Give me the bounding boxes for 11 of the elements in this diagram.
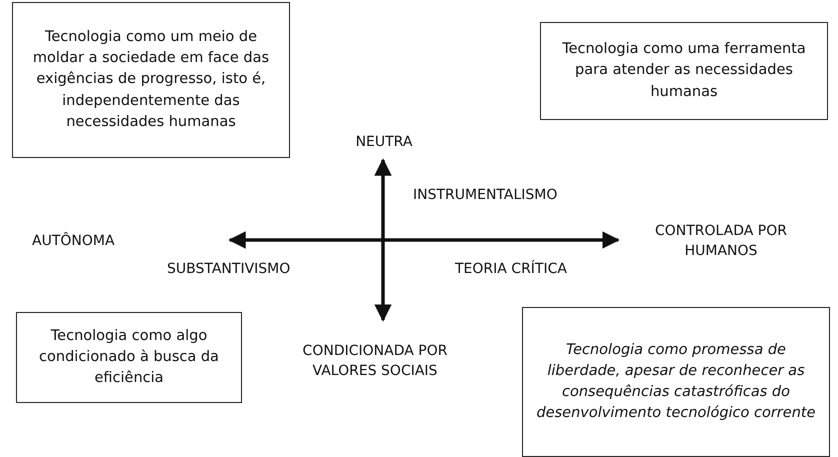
- text-box: Tecnologia como promessa de liberdade, apesar de reconhecer as consequências catastróficas do desenvolvimento tecnológico corrente: [522, 307, 830, 457]
- axis-label: CONDICIONADA POR VALORES SOCIAIS: [302, 342, 448, 381]
- quadrant-label: INSTRUMENTALISMO: [413, 186, 558, 205]
- axis-label: AUTÔNOMA: [32, 232, 115, 251]
- axis-label: NEUTRA: [354, 133, 414, 152]
- quadrant-label: TEORIA CRÍTICA: [455, 260, 567, 279]
- quadrant-label: SUBSTANTIVISMO: [167, 260, 290, 279]
- text-box: Tecnologia como algo condicionado à busca da eficiência: [16, 312, 242, 403]
- axis-label: CONTROLADA POR HUMANOS: [654, 222, 788, 261]
- text-box: Tecnologia como um meio de moldar a sociedade em face das exigências de progresso, isto é, independentemente das necessidades humanas: [12, 2, 290, 158]
- text-box: Tecnologia como uma ferramenta para atender as necessidades humanas: [540, 22, 828, 120]
